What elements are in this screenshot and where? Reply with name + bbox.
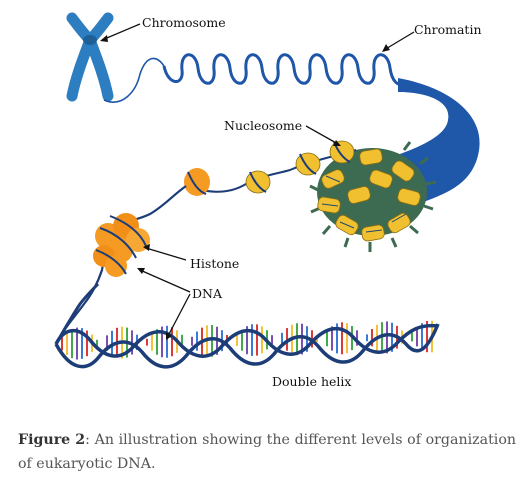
- caption-text: : An illustration showing the different …: [18, 432, 516, 472]
- dna-organization-figure: Chromosome Chromatin Nucleosome Histone …: [54, 12, 482, 389]
- double-helix: [54, 282, 440, 369]
- label-double-helix: Double helix: [272, 374, 351, 389]
- nucleosome-beads: [184, 140, 357, 196]
- label-histone: Histone: [190, 256, 239, 271]
- histone-cluster: [93, 213, 150, 277]
- leader-arrowheads: [100, 35, 390, 340]
- nucleosome-cluster: [309, 141, 437, 252]
- leader-lines: [101, 23, 415, 337]
- chromosome-fiber: [103, 57, 165, 103]
- figure-caption: Figure 2: An illustration showing the di…: [18, 428, 516, 476]
- caption-prefix: Figure 2: [18, 432, 86, 448]
- label-chromosome: Chromosome: [142, 15, 226, 30]
- label-chromatin: Chromatin: [414, 22, 482, 37]
- label-dna: DNA: [192, 286, 223, 301]
- label-nucleosome: Nucleosome: [224, 118, 302, 133]
- chromatin-fiber: [162, 53, 405, 86]
- chromosome-illustration: [66, 12, 114, 102]
